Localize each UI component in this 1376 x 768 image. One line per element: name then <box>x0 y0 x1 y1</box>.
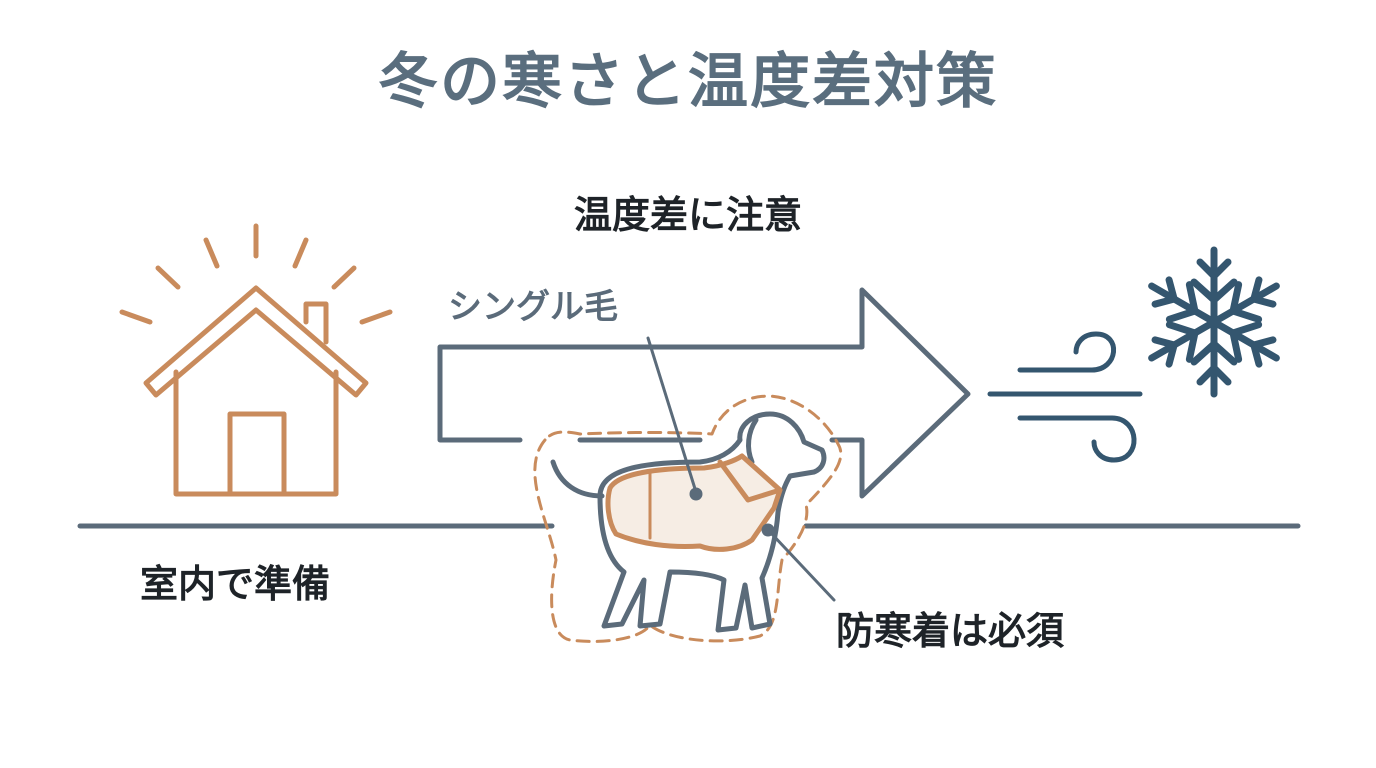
winter-wear-label: 防寒着は必須 <box>836 609 1065 653</box>
temperature-warning-label: 温度差に注意 <box>573 193 802 237</box>
callout-lines <box>646 336 836 602</box>
single-coat-label: シングル毛 <box>448 287 618 327</box>
snowflake-icon <box>1148 246 1280 398</box>
house-with-sun-icon <box>119 223 393 497</box>
dog-in-coat-icon <box>533 394 843 643</box>
warmth-outline <box>533 394 843 643</box>
page-title: 冬の寒さと温度差対策 <box>378 47 998 117</box>
indoor-prep-label: 室内で準備 <box>140 562 331 606</box>
dog-body <box>550 411 827 633</box>
dog-coat <box>605 453 783 552</box>
wind-icon <box>987 331 1143 463</box>
